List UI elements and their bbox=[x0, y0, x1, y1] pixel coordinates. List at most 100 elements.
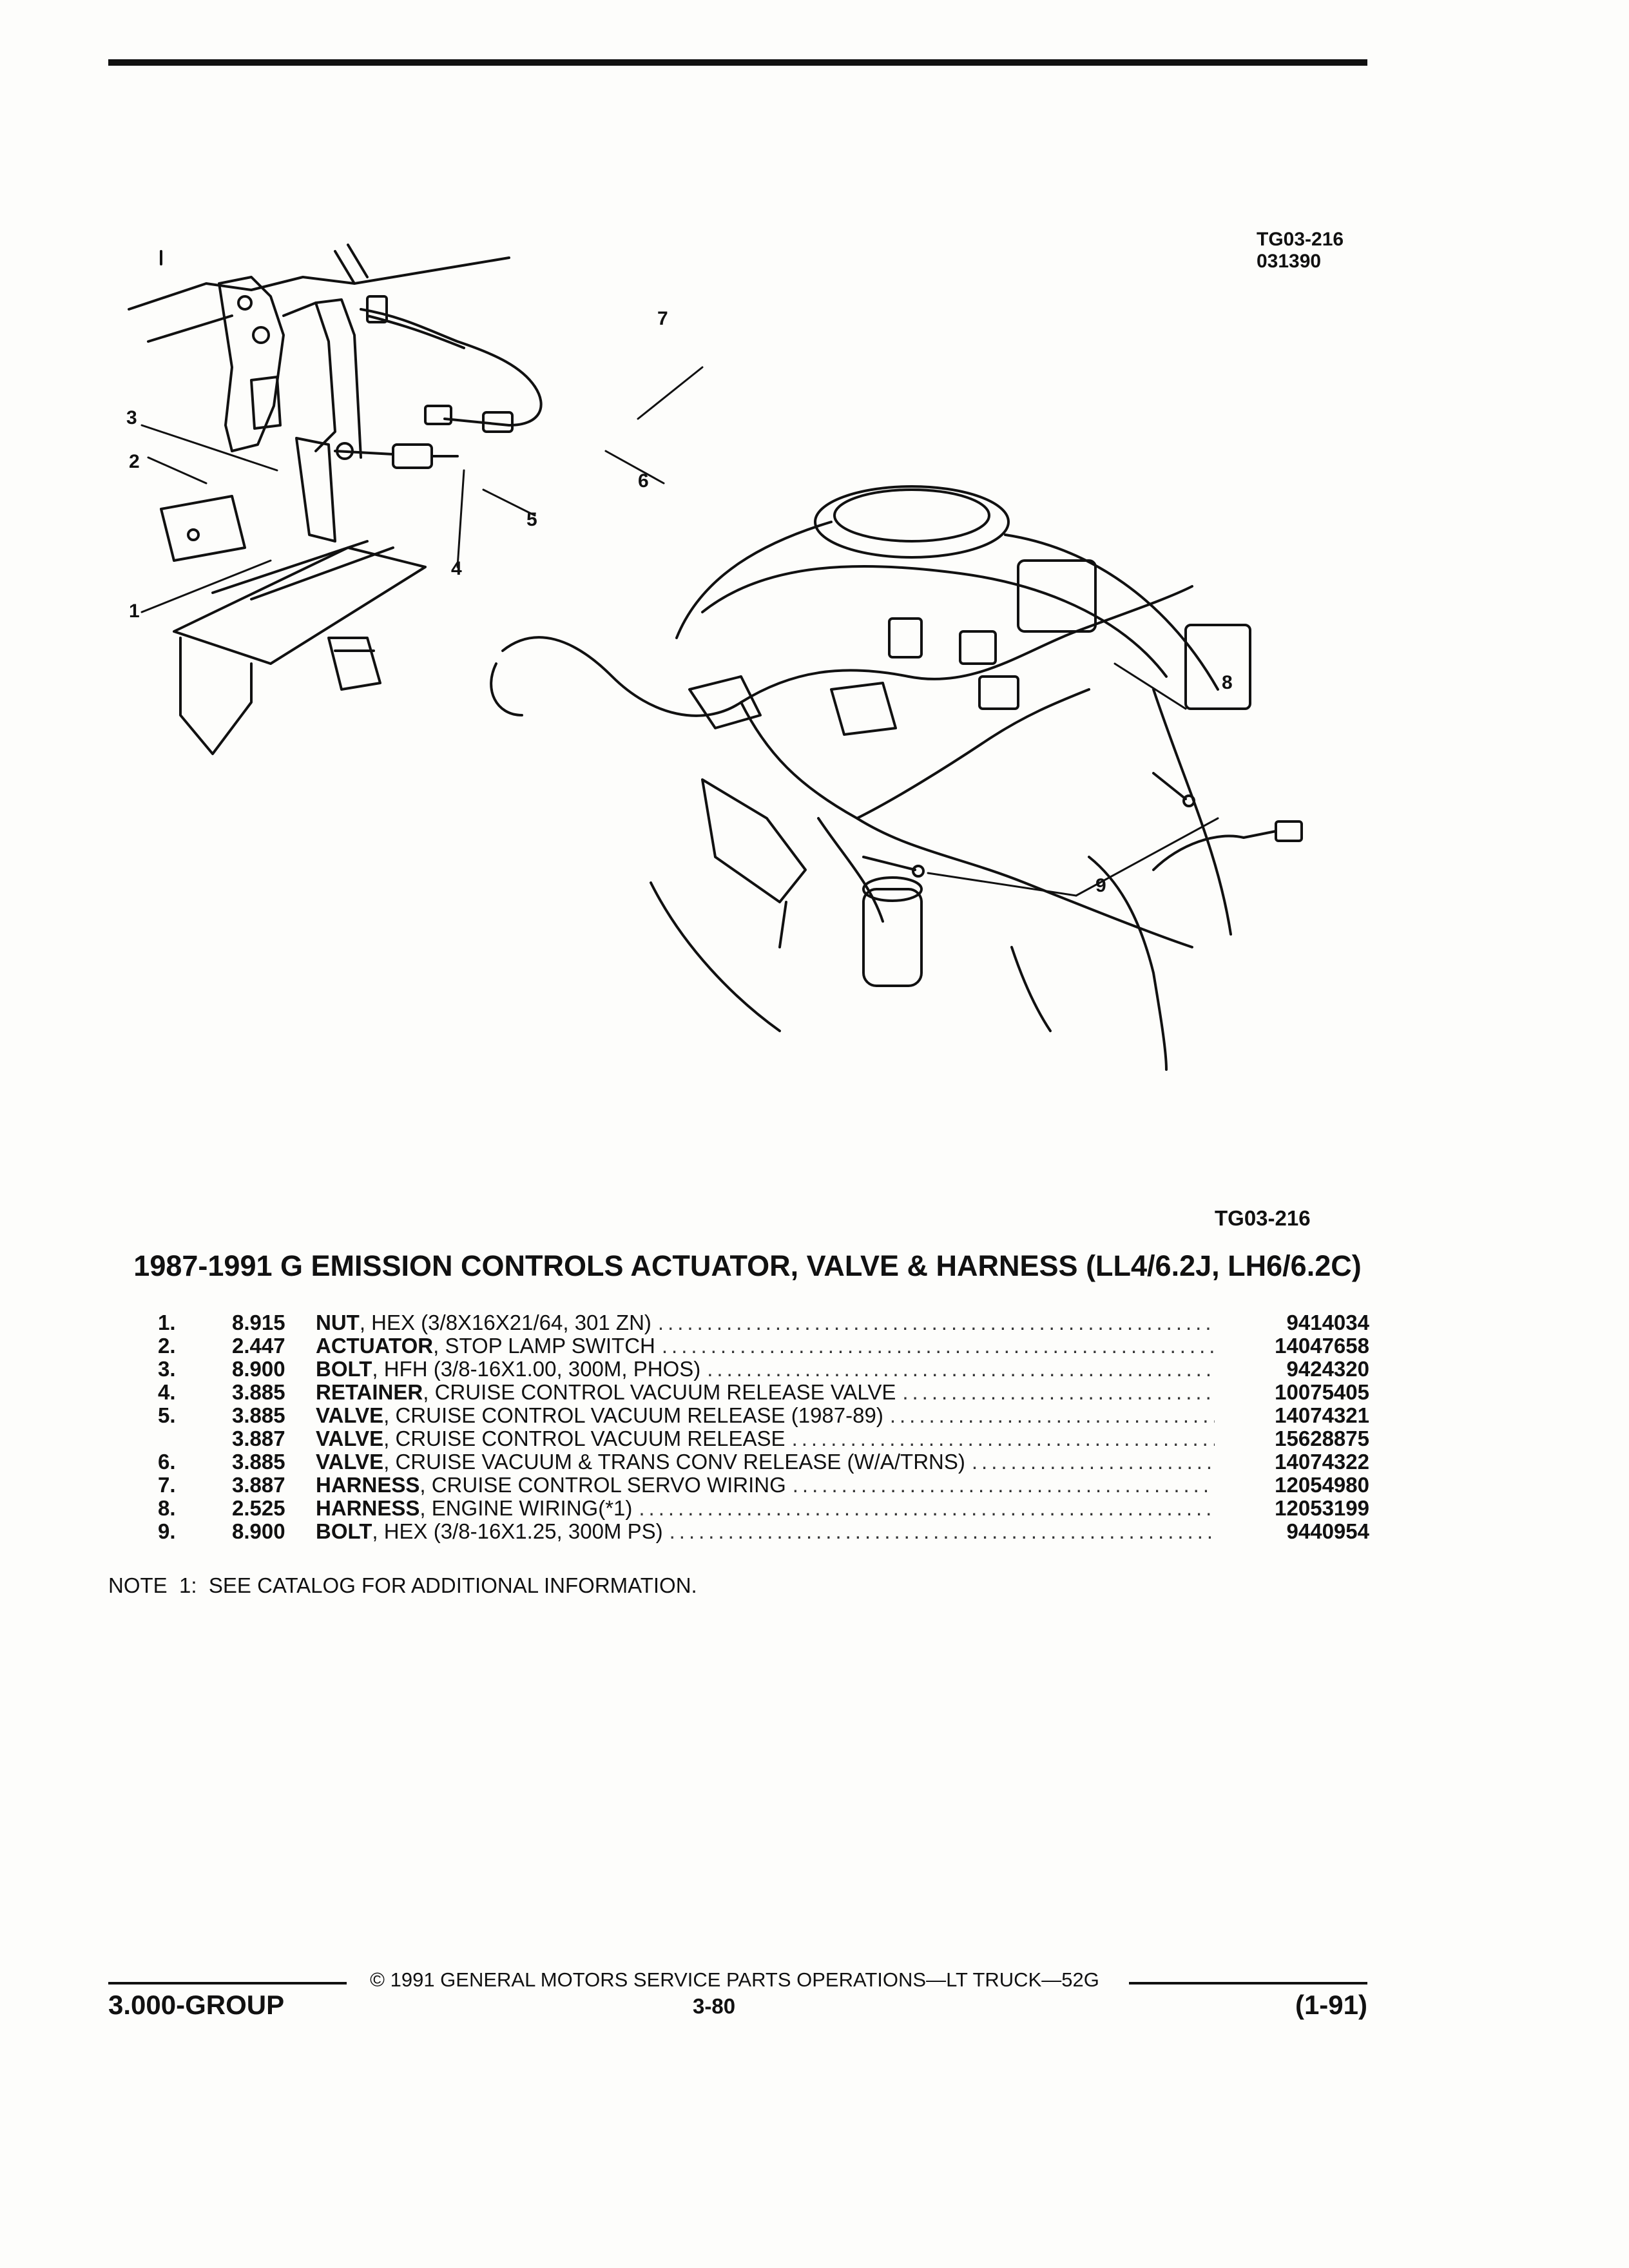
item-number: 5. bbox=[158, 1403, 176, 1427]
part-description: , CRUISE CONTROL SERVO WIRING bbox=[419, 1474, 786, 1497]
part-number: 12053199 bbox=[1275, 1496, 1369, 1520]
part-description: , CRUISE CONTROL VACUUM RELEASE VALVE bbox=[423, 1381, 896, 1404]
leader-dots bbox=[792, 1427, 1215, 1450]
part-number: 14074322 bbox=[1275, 1450, 1369, 1474]
group-number: 8.915 bbox=[232, 1311, 285, 1334]
callout-4: 4 bbox=[451, 558, 462, 579]
callout-1: 1 bbox=[129, 601, 140, 622]
part-number: 9424320 bbox=[1286, 1357, 1369, 1381]
item-number: 2. bbox=[158, 1334, 176, 1358]
copyright: © 1991 GENERAL MOTORS SERVICE PARTS OPER… bbox=[370, 1968, 1099, 1991]
part-noun: VALVE bbox=[316, 1427, 384, 1450]
item-number: 7. bbox=[158, 1473, 176, 1497]
group-number: 2.447 bbox=[232, 1334, 285, 1358]
figure-date: 031390 bbox=[1257, 251, 1322, 272]
part-description: , STOP LAMP SWITCH bbox=[433, 1334, 655, 1358]
group-label: 3.000-GROUP bbox=[108, 1990, 285, 2020]
leader-dots bbox=[972, 1450, 1215, 1474]
parts-row: 9. 8.900 BOLT, HEX (3/8-16X1.25, 300M PS) 9… bbox=[158, 1520, 1369, 1543]
group-number: 3.885 bbox=[232, 1403, 285, 1427]
callout-9: 9 bbox=[1095, 875, 1106, 896]
group-number: 3.885 bbox=[232, 1450, 285, 1474]
servo-harness bbox=[360, 295, 543, 427]
figure-id-block: TG03-216 031390 bbox=[1257, 229, 1344, 273]
vacuum-release-valve bbox=[334, 411, 514, 469]
part-description: , CRUISE VACUUM & TRANS CONV RELEASE (W/… bbox=[383, 1450, 965, 1474]
callout-leaders bbox=[140, 366, 1219, 897]
catalog-note: NOTE 1: SEE CATALOG FOR ADDITIONAL INFOR… bbox=[108, 1573, 697, 1597]
leader-dots bbox=[658, 1311, 1215, 1334]
group-number: 3.887 bbox=[232, 1473, 285, 1497]
engine-harness bbox=[490, 585, 1303, 1071]
part-noun: BOLT bbox=[316, 1358, 372, 1381]
page-title: 1987-1991 G EMISSION CONTROLS ACTUATOR, … bbox=[133, 1249, 1362, 1282]
brake-pedal bbox=[160, 437, 427, 755]
callout-8: 8 bbox=[1222, 672, 1233, 693]
item-number: 3. bbox=[158, 1357, 176, 1381]
callout-2: 2 bbox=[129, 451, 140, 472]
part-noun: NUT bbox=[316, 1311, 360, 1334]
callout-5: 5 bbox=[526, 509, 537, 530]
firewall-bracket bbox=[128, 244, 510, 459]
top-rule bbox=[108, 59, 1367, 66]
part-noun: RETAINER bbox=[316, 1381, 423, 1404]
part-description: , HFH (3/8-16X1.00, 300M, PHOS) bbox=[372, 1358, 701, 1381]
parts-row: 7. 3.887 HARNESS, CRUISE CONTROL SERVO WIR… bbox=[158, 1474, 1369, 1497]
parts-diagram bbox=[128, 244, 1303, 1071]
group-number: 8.900 bbox=[232, 1519, 285, 1543]
harness-bolts bbox=[862, 772, 1195, 878]
parts-list: 1. 8.915 NUT, HEX (3/8X16X21/64, 301 ZN) 94… bbox=[158, 1311, 1369, 1543]
part-number: 12054980 bbox=[1275, 1473, 1369, 1497]
part-number: 9440954 bbox=[1286, 1519, 1369, 1543]
callout-3: 3 bbox=[126, 407, 137, 428]
part-number: 10075405 bbox=[1275, 1380, 1369, 1404]
part-noun: ACTUATOR bbox=[316, 1334, 434, 1358]
item-number: 8. bbox=[158, 1496, 176, 1520]
parts-row: 3. 8.900 BOLT, HFH (3/8-16X1.00, 300M, PHO… bbox=[158, 1358, 1369, 1381]
callout-7: 7 bbox=[657, 308, 668, 329]
group-number: 3.885 bbox=[232, 1380, 285, 1404]
item-number: 6. bbox=[158, 1450, 176, 1474]
leader-dots bbox=[707, 1358, 1215, 1381]
engine-block bbox=[650, 485, 1251, 1032]
parts-row: 8. 2.525 HARNESS, ENGINE WIRING(*1) 1205319… bbox=[158, 1497, 1369, 1520]
part-number: 9414034 bbox=[1286, 1311, 1369, 1334]
parts-row: 2. 2.447 ACTUATOR, STOP LAMP SWITCH 1404765… bbox=[158, 1334, 1369, 1358]
leader-dots bbox=[670, 1520, 1215, 1543]
group-number: 3.887 bbox=[232, 1427, 285, 1450]
parts-row: 5. 3.885 VALVE, CRUISE CONTROL VACUUM RELE… bbox=[158, 1404, 1369, 1427]
part-noun: HARNESS bbox=[316, 1497, 420, 1520]
part-number: 14047658 bbox=[1275, 1334, 1369, 1358]
item-number: 9. bbox=[158, 1519, 176, 1543]
parts-row: 4. 3.885 RETAINER, CRUISE CONTROL VACUUM R… bbox=[158, 1381, 1369, 1404]
leader-dots bbox=[662, 1334, 1215, 1358]
revision-date: (1-91) bbox=[1295, 1990, 1367, 2020]
leader-dots bbox=[793, 1474, 1215, 1497]
part-description: , HEX (3/8X16X21/64, 301 ZN) bbox=[359, 1311, 651, 1334]
leader-dots bbox=[639, 1497, 1215, 1520]
part-description: , ENGINE WIRING(*1) bbox=[419, 1497, 633, 1520]
parts-row: 6. 3.885 VALVE, CRUISE VACUUM & TRANS CONV… bbox=[158, 1450, 1369, 1474]
item-number: 4. bbox=[158, 1380, 176, 1404]
parts-row: 1. 8.915 NUT, HEX (3/8X16X21/64, 301 ZN) 94… bbox=[158, 1311, 1369, 1334]
part-noun: VALVE bbox=[316, 1450, 384, 1474]
callout-6: 6 bbox=[638, 470, 649, 492]
part-description: , CRUISE CONTROL VACUUM RELEASE bbox=[383, 1427, 786, 1450]
figure-id: TG03-216 bbox=[1257, 229, 1344, 250]
parts-row: 3.887 VALVE, CRUISE CONTROL VACUUM RELEAS… bbox=[158, 1427, 1369, 1450]
group-number: 8.900 bbox=[232, 1357, 285, 1381]
part-description: , CRUISE CONTROL VACUUM RELEASE (1987-89… bbox=[383, 1404, 883, 1427]
leader-dots bbox=[890, 1404, 1215, 1427]
part-noun: HARNESS bbox=[316, 1474, 420, 1497]
part-description: , HEX (3/8-16X1.25, 300M PS) bbox=[372, 1520, 663, 1543]
leader-dots bbox=[902, 1381, 1215, 1404]
part-noun: VALVE bbox=[316, 1404, 384, 1427]
page-number: 3-80 bbox=[693, 1994, 736, 2018]
part-number: 14074321 bbox=[1275, 1403, 1369, 1427]
part-noun: BOLT bbox=[316, 1520, 372, 1543]
group-number: 2.525 bbox=[232, 1496, 285, 1520]
figure-reference: TG03-216 bbox=[1215, 1206, 1311, 1230]
footer-rule bbox=[108, 1982, 1367, 1984]
item-number: 1. bbox=[158, 1311, 176, 1334]
part-number: 15628875 bbox=[1275, 1427, 1369, 1450]
